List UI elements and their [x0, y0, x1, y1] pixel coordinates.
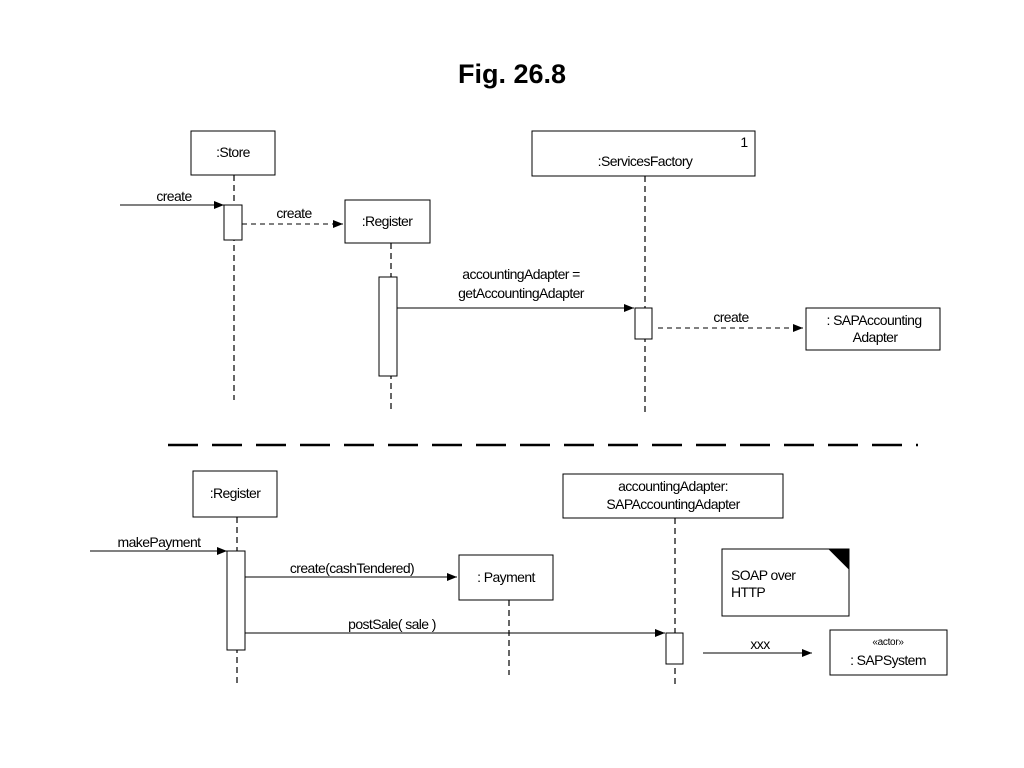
- create-adapter-message-label: create: [713, 309, 749, 325]
- top-diagram: :Store create create :Register accountin…: [120, 130, 941, 412]
- payment-object-label: : Payment: [477, 569, 535, 585]
- services-factory-activation-bar: [634, 307, 653, 340]
- store-object-box: [190, 130, 276, 176]
- sap-system-object-label: : SAPSystem: [850, 652, 926, 668]
- xxx-message-label: xxx: [750, 636, 770, 652]
- get-adapter-message-label-line2: getAccountingAdapter: [458, 285, 585, 301]
- create-register-message-label: create: [276, 205, 312, 221]
- sap-adapter-object-label-line2: Adapter: [853, 329, 899, 345]
- sap-adapter-object-box: [805, 307, 941, 351]
- bottom-register-activation-bar: [226, 550, 246, 651]
- bottom-register-object-box: [192, 470, 278, 518]
- soap-note-text-line1: SOAP over: [731, 567, 796, 583]
- note-fold-edge: [828, 548, 850, 570]
- soap-note-text-line2: HTTP: [731, 584, 765, 600]
- adapter-object-label-line1: accountingAdapter:: [618, 478, 728, 494]
- services-factory-multiplicity: 1: [740, 134, 748, 150]
- sap-system-stereotype: «actor»: [872, 637, 904, 648]
- register-object-box: [344, 199, 431, 244]
- create-payment-message-label: create(cashTendered): [290, 560, 414, 576]
- soap-note-box: [721, 548, 850, 617]
- adapter-object-box: [562, 473, 784, 519]
- register-activation-bar: [378, 276, 398, 377]
- services-factory-object-box: [531, 130, 756, 177]
- adapter-object-label-line2: SAPAccountingAdapter: [606, 496, 740, 512]
- post-sale-message-label: postSale( sale ): [348, 616, 436, 632]
- bottom-diagram: :Register makePayment create(cashTendere…: [90, 470, 948, 686]
- figure-title: Fig. 26.8: [458, 59, 566, 89]
- make-payment-message-label: makePayment: [118, 534, 202, 550]
- get-adapter-message-label-line1: accountingAdapter =: [462, 266, 580, 282]
- register-object-label: :Register: [362, 213, 414, 229]
- sap-adapter-object-label-line1: : SAPAccounting: [826, 312, 921, 328]
- services-factory-object-label: :ServicesFactory: [598, 153, 693, 169]
- store-object-label: :Store: [216, 144, 251, 160]
- store-activation-bar: [223, 204, 243, 241]
- create-store-message-label: create: [156, 188, 192, 204]
- bottom-register-object-label: :Register: [210, 485, 262, 501]
- sap-system-object-box: [829, 629, 948, 676]
- adapter-activation-bar: [665, 632, 684, 665]
- payment-object-box: [458, 554, 554, 601]
